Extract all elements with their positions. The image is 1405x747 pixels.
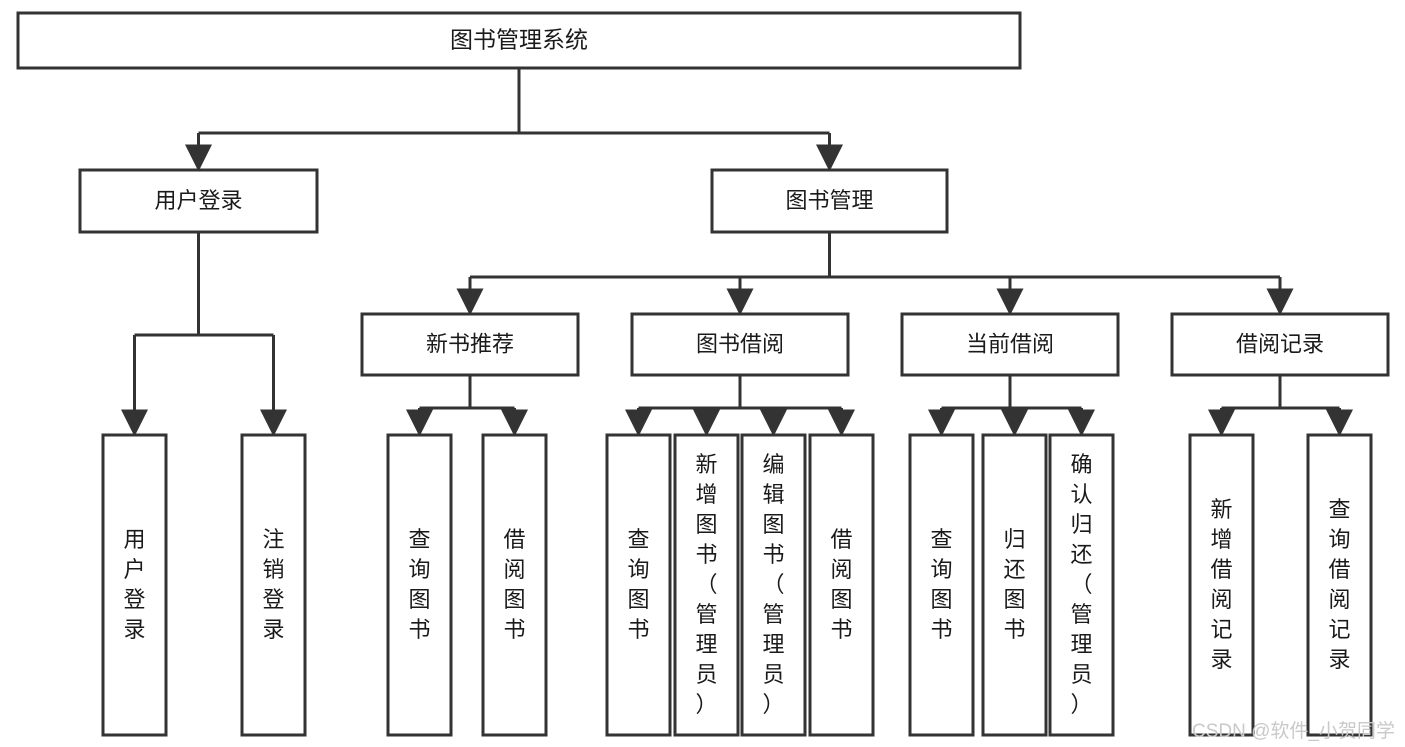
edge-root-to-level2 [185,68,843,172]
node-leaf-borrow-book[interactable]: 借阅图书 [808,433,875,737]
node-leaf-add-book-admin-label: 新增图书（管理员） [695,452,717,717]
edge-book-borrow-to-leaves [625,375,855,437]
edge-book-manage-to-level3 [456,232,1294,316]
node-current-borrow-label: 当前借阅 [966,331,1054,356]
edge-new-book-rec-to-leaves [406,375,528,437]
node-root-label: 图书管理系统 [450,27,588,53]
node-book-manage[interactable]: 图书管理 [710,168,949,234]
node-leaf-query-borrow-record-label: 查询借阅记录 [1328,497,1350,672]
node-book-borrow-label: 图书借阅 [696,331,784,356]
node-leaf-return-book[interactable]: 归还图书 [981,433,1048,737]
node-borrow-record[interactable]: 借阅记录 [1170,312,1390,377]
node-leaf-add-book-admin[interactable]: 新增图书（管理员） [673,433,740,737]
edge-borrow-record-to-leaves [1208,375,1353,437]
node-current-borrow[interactable]: 当前借阅 [900,312,1120,377]
node-leaf-query-book-rec-label: 查询图书 [408,527,430,642]
node-leaf-user-login-label: 用户登录 [123,527,145,642]
node-leaf-borrow-book-label: 借阅图书 [830,527,852,642]
node-leaf-borrow-book-rec-label: 借阅图书 [503,527,525,642]
edge-user-login-to-leaves [121,232,287,437]
node-book-manage-label: 图书管理 [785,188,873,213]
node-leaf-confirm-return[interactable]: 确认归还（管理员） [1048,433,1115,737]
node-leaf-edit-book-admin[interactable]: 编辑图书（管理员） [740,433,807,737]
node-user-login[interactable]: 用户登录 [78,168,319,234]
node-leaf-add-borrow-record[interactable]: 新增借阅记录 [1188,433,1255,737]
node-root[interactable]: 图书管理系统 [16,11,1022,70]
node-leaf-query-borrow-record[interactable]: 查询借阅记录 [1306,433,1373,737]
node-user-login-label: 用户登录 [154,188,242,213]
node-borrow-record-label: 借阅记录 [1236,331,1324,356]
node-leaf-query-book-label: 查询图书 [627,527,649,642]
node-leaf-logout[interactable]: 注销登录 [240,433,307,737]
watermark-text: CSDN @软件_小贺同学 [1192,721,1395,742]
node-new-book-rec-label: 新书推荐 [426,331,514,356]
node-leaf-query-book-cur-label: 查询图书 [930,527,952,642]
node-leaf-query-book-cur[interactable]: 查询图书 [908,433,975,737]
node-leaf-borrow-book-rec[interactable]: 借阅图书 [481,433,548,737]
node-leaf-confirm-return-label: 确认归还（管理员） [1070,452,1092,717]
node-book-borrow[interactable]: 图书借阅 [630,312,850,377]
node-leaf-query-book-rec[interactable]: 查询图书 [386,433,453,737]
node-leaf-logout-label: 注销登录 [262,527,284,642]
node-leaf-query-book[interactable]: 查询图书 [605,433,672,737]
node-leaf-return-book-label: 归还图书 [1003,527,1025,642]
node-leaf-add-borrow-record-label: 新增借阅记录 [1210,497,1232,672]
node-new-book-rec[interactable]: 新书推荐 [360,312,580,377]
connector-edges [121,68,1353,437]
edge-current-borrow-to-leaves [928,375,1095,437]
node-leaf-user-login[interactable]: 用户登录 [101,433,168,737]
node-leaf-edit-book-admin-label: 编辑图书（管理员） [762,452,784,717]
node-boxes: 图书管理系统用户登录图书管理新书推荐图书借阅当前借阅借阅记录用户登录注销登录查询… [16,11,1390,737]
